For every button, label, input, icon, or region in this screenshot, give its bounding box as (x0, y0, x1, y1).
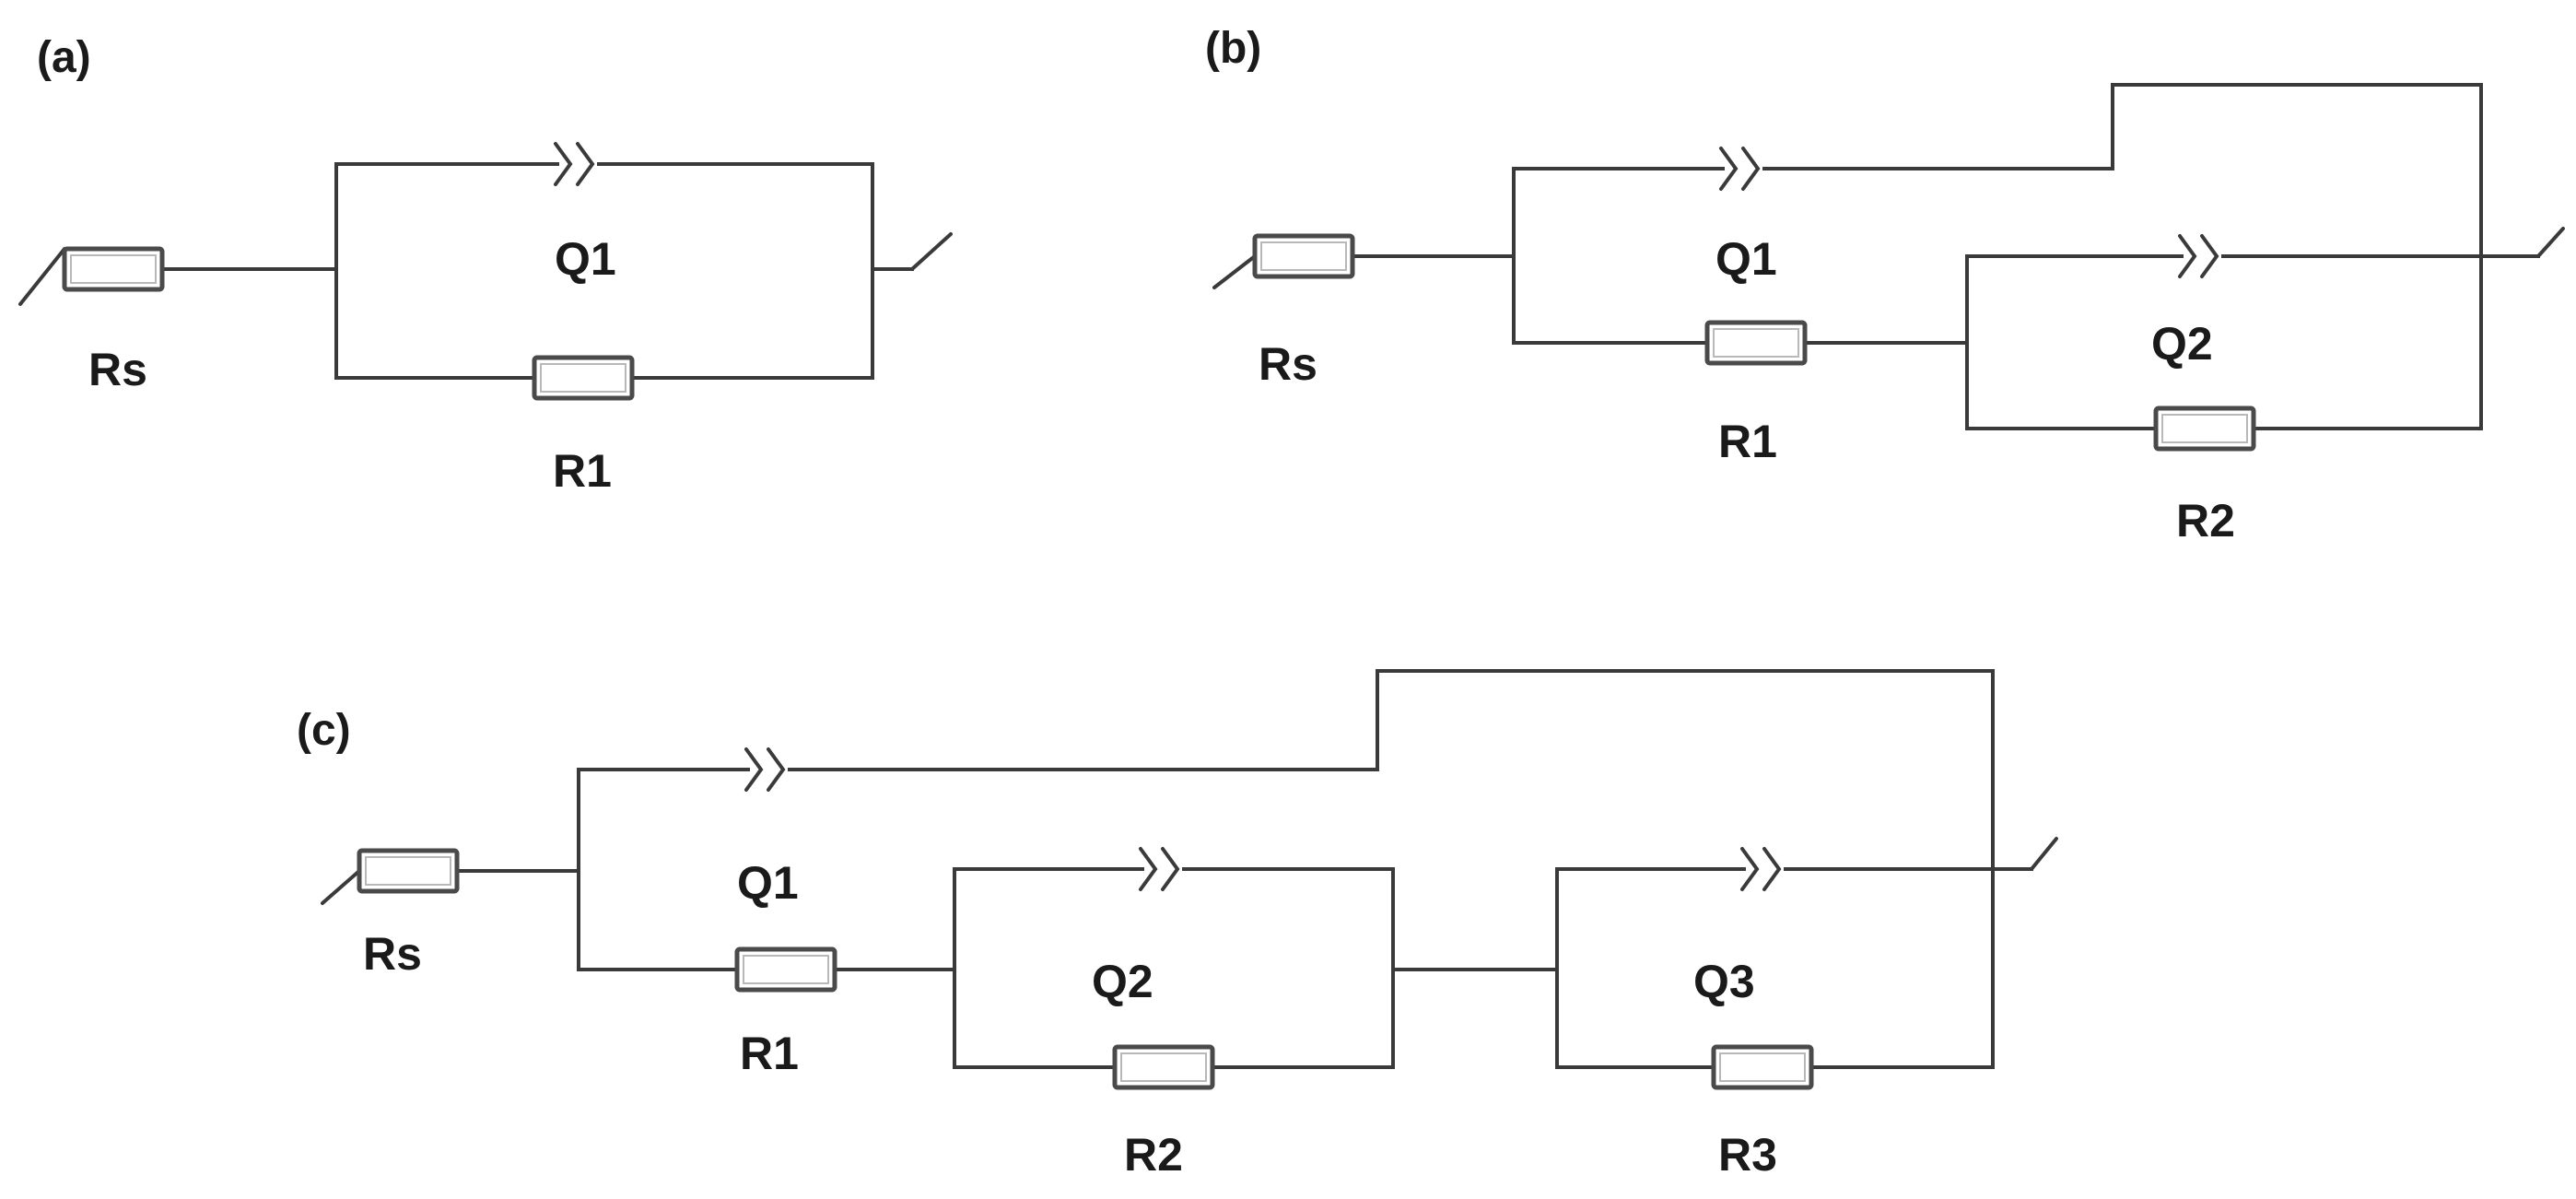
output-lead-a (910, 232, 953, 271)
label-r1-b: R1 (1718, 416, 1777, 467)
circuit-a: (a) Rs Q1 R1 (18, 33, 953, 497)
label-q1-b: Q1 (1715, 233, 1777, 285)
label-q2-c: Q2 (1092, 956, 1153, 1007)
resistor-rs-a (64, 249, 162, 289)
resistor-rs-b (1255, 236, 1352, 276)
cpe-q2-b (2178, 234, 2219, 278)
label-rs-b: Rs (1259, 338, 1317, 390)
circuit-c: (c) Rs Q1 R1 Q2 R2 Q3 R3 (297, 669, 2058, 1181)
input-lead-b (1212, 254, 1257, 289)
cpe-q3-c (1740, 847, 1781, 891)
resistor-r1-a (534, 358, 632, 398)
resistor-r1-b (1707, 323, 1805, 363)
panel-label-b: (b) (1205, 24, 1261, 73)
cpe-q1-a (554, 142, 594, 186)
label-q1-a: Q1 (555, 233, 616, 285)
label-r1-c: R1 (740, 1028, 799, 1079)
label-q3-c: Q3 (1693, 956, 1755, 1007)
output-lead-b (2536, 227, 2565, 258)
cpe-q1-c (744, 747, 785, 792)
circuit-b: (b) Rs Q1 R1 Q2 R2 (1205, 24, 2565, 547)
input-lead-a (18, 247, 66, 306)
label-rs-c: Rs (363, 928, 422, 980)
resistor-r3-c (1714, 1047, 1811, 1087)
panel-label-c: (c) (297, 706, 351, 755)
label-r2-c: R2 (1124, 1129, 1183, 1181)
wire-q1-outer-loop-c (788, 669, 1995, 1069)
input-lead-c (321, 869, 361, 905)
cpe-q1-b (1719, 147, 1760, 191)
label-r3-c: R3 (1718, 1129, 1777, 1181)
resistor-rs-c (359, 851, 457, 891)
label-r2-b: R2 (2176, 495, 2235, 547)
label-q2-b: Q2 (2151, 318, 2213, 370)
resistor-r1-c (737, 949, 835, 990)
cpe-q2-c (1139, 847, 1179, 891)
wire-q1-outer-loop-b (1762, 83, 2483, 430)
resistor-r2-b (2156, 408, 2254, 449)
label-r1-a: R1 (553, 445, 612, 497)
resistor-r2-c (1115, 1047, 1212, 1087)
label-q1-c: Q1 (737, 857, 799, 909)
panel-label-a: (a) (37, 33, 91, 82)
output-lead-c (2030, 837, 2058, 871)
label-rs-a: Rs (88, 344, 147, 395)
